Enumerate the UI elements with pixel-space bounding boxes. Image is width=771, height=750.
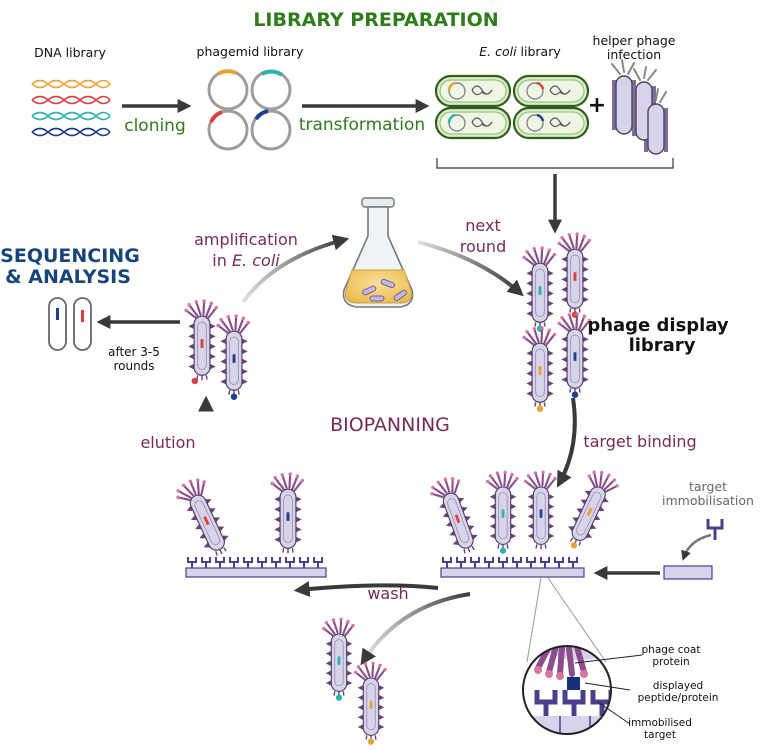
phage-display-library-line1: phage display xyxy=(587,315,729,336)
target-binding-plate xyxy=(425,464,624,578)
zoom-line-left xyxy=(526,577,542,663)
phage-coat-protein-line1: phage coat xyxy=(642,644,701,656)
dna-library-icon xyxy=(31,79,111,137)
sequencing-title-line1: SEQUENCING xyxy=(0,245,140,267)
coat-protein-pointer xyxy=(574,654,643,664)
immobilised-target-line1: immobilised xyxy=(628,717,692,729)
flask-icon xyxy=(342,197,414,308)
next-round-line2: round xyxy=(460,237,506,256)
phage-coat-protein-line2: protein xyxy=(652,656,689,668)
washed-phages-icon xyxy=(320,616,388,745)
displayed-peptide-pointer xyxy=(584,682,631,691)
plus-sign: + xyxy=(588,93,606,118)
target-immobilisation-line2: immobilisation xyxy=(662,493,754,508)
helper-phage-label-line2: infection xyxy=(607,47,661,62)
target-immobilisation-line1: target xyxy=(689,479,727,494)
wash-arrow xyxy=(293,581,439,598)
immobilisation-small-arrow xyxy=(681,533,712,561)
helper-phage-label-line1: helper phage xyxy=(593,33,676,48)
displayed-peptide-line2: peptide/protein xyxy=(638,692,719,704)
phage-display-library-icon xyxy=(521,231,593,412)
phagemid-library-label: phagemid library xyxy=(197,44,305,59)
zoom-detail-circle xyxy=(522,645,612,735)
ecoli-library-icon xyxy=(434,74,590,140)
immobilised-target-line2: target xyxy=(644,729,676,741)
wash-down-arrow xyxy=(360,592,471,666)
amplification-label-line2: in E. coli xyxy=(212,251,280,270)
helper-phage-icon xyxy=(611,59,668,155)
next-round-arrow xyxy=(417,240,524,297)
phage-display-library-line2: library xyxy=(629,335,696,356)
phagemid-library-icon xyxy=(207,69,292,151)
library-bracket xyxy=(436,158,674,169)
target-binding-arrow xyxy=(556,397,577,488)
wash-label: wash xyxy=(367,584,408,603)
immobilised-target-pointer xyxy=(597,701,631,725)
library-preparation-title: LIBRARY PREPARATION xyxy=(253,9,498,31)
after-rounds-line2: rounds xyxy=(113,359,154,373)
empty-plate-icon xyxy=(663,565,713,580)
after-rounds-line1: after 3-5 xyxy=(108,345,160,359)
sequencing-title-line2: & ANALYSIS xyxy=(5,266,131,288)
sequencing-tubes-icon xyxy=(48,297,92,351)
displayed-peptide-line1: displayed xyxy=(653,680,703,692)
elution-plate xyxy=(170,471,327,578)
zoom-line-right xyxy=(547,577,607,663)
amplification-arrow xyxy=(241,234,350,304)
transformation-label: transformation xyxy=(299,115,425,135)
target-binding-label: target binding xyxy=(583,432,696,451)
eluted-phages-icon xyxy=(183,298,252,400)
amplification-label-line1: amplification xyxy=(194,230,298,249)
biopanning-title: BIOPANNING xyxy=(330,414,450,436)
next-round-line1: next xyxy=(465,216,500,235)
dna-library-label: DNA library xyxy=(34,45,106,60)
elution-label: elution xyxy=(140,433,195,452)
ecoli-library-label: E. coli library xyxy=(479,44,561,59)
cloning-label: cloning xyxy=(124,116,186,136)
target-antibody-icon xyxy=(706,519,724,540)
